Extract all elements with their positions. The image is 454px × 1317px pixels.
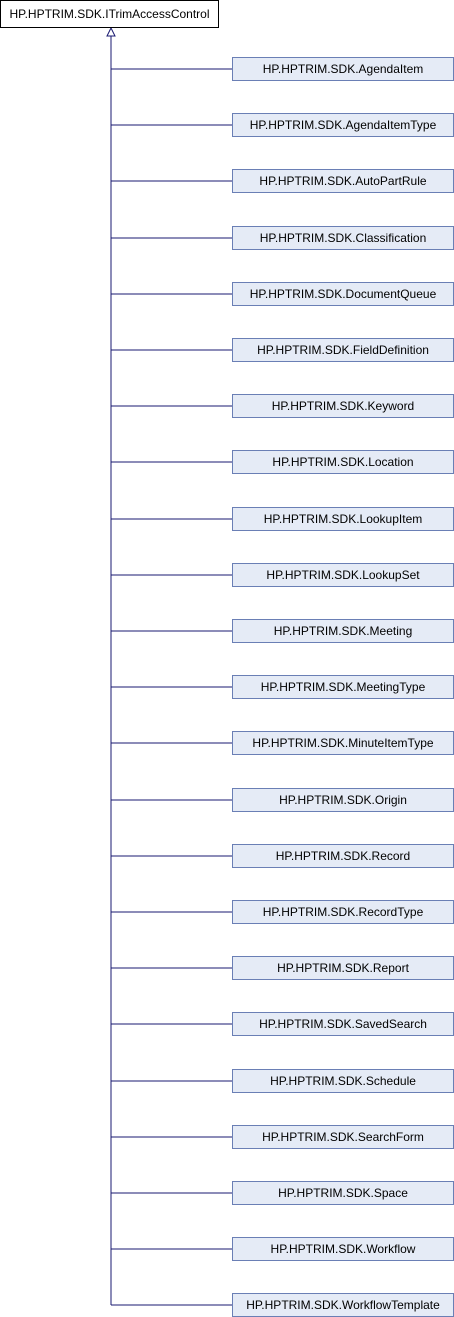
derived-class-box[interactable]: HP.HPTRIM.SDK.Keyword (232, 394, 454, 418)
derived-class-box[interactable]: HP.HPTRIM.SDK.Workflow (232, 1237, 454, 1261)
derived-class-label: HP.HPTRIM.SDK.SavedSearch (259, 1017, 427, 1031)
derived-class-label: HP.HPTRIM.SDK.Meeting (273, 624, 413, 638)
derived-class-label: HP.HPTRIM.SDK.MinuteItemType (252, 736, 434, 750)
derived-class-box[interactable]: HP.HPTRIM.SDK.SavedSearch (232, 1012, 454, 1036)
derived-class-label: HP.HPTRIM.SDK.LookupSet (266, 568, 420, 582)
derived-class-label: HP.HPTRIM.SDK.DocumentQueue (249, 287, 437, 301)
derived-class-label: HP.HPTRIM.SDK.AutoPartRule (259, 174, 427, 188)
derived-class-box[interactable]: HP.HPTRIM.SDK.Origin (232, 788, 454, 812)
derived-class-box[interactable]: HP.HPTRIM.SDK.Report (232, 956, 454, 980)
derived-class-box[interactable]: HP.HPTRIM.SDK.MeetingType (232, 675, 454, 699)
root-class-box[interactable]: HP.HPTRIM.SDK.ITrimAccessControl (0, 0, 219, 28)
derived-class-label: HP.HPTRIM.SDK.AgendaItem (262, 62, 424, 76)
derived-class-label: HP.HPTRIM.SDK.AgendaItemType (249, 118, 437, 132)
derived-class-box[interactable]: HP.HPTRIM.SDK.FieldDefinition (232, 338, 454, 362)
derived-class-label: HP.HPTRIM.SDK.Classification (259, 231, 427, 245)
derived-class-box[interactable]: HP.HPTRIM.SDK.SearchForm (232, 1125, 454, 1149)
derived-class-label: HP.HPTRIM.SDK.Location (272, 455, 414, 469)
derived-class-box[interactable]: HP.HPTRIM.SDK.LookupItem (232, 507, 454, 531)
derived-class-label: HP.HPTRIM.SDK.SearchForm (262, 1130, 424, 1144)
derived-class-label: HP.HPTRIM.SDK.LookupItem (263, 512, 423, 526)
derived-class-box[interactable]: HP.HPTRIM.SDK.AutoPartRule (232, 169, 454, 193)
derived-class-box[interactable]: HP.HPTRIM.SDK.AgendaItemType (232, 113, 454, 137)
derived-class-label: HP.HPTRIM.SDK.MeetingType (260, 680, 426, 694)
root-class-label: HP.HPTRIM.SDK.ITrimAccessControl (9, 7, 210, 21)
derived-class-box[interactable]: HP.HPTRIM.SDK.Meeting (232, 619, 454, 643)
derived-class-label: HP.HPTRIM.SDK.RecordType (262, 905, 424, 919)
derived-class-box[interactable]: HP.HPTRIM.SDK.AgendaItem (232, 57, 454, 81)
derived-class-box[interactable]: HP.HPTRIM.SDK.Record (232, 844, 454, 868)
derived-class-box[interactable]: HP.HPTRIM.SDK.Space (232, 1181, 454, 1205)
derived-class-label: HP.HPTRIM.SDK.Keyword (271, 399, 415, 413)
derived-class-box[interactable]: HP.HPTRIM.SDK.DocumentQueue (232, 282, 454, 306)
derived-class-label: HP.HPTRIM.SDK.Record (275, 849, 411, 863)
derived-class-label: HP.HPTRIM.SDK.FieldDefinition (257, 343, 429, 357)
derived-class-box[interactable]: HP.HPTRIM.SDK.Classification (232, 226, 454, 250)
derived-class-label: HP.HPTRIM.SDK.Workflow (270, 1242, 416, 1256)
derived-class-box[interactable]: HP.HPTRIM.SDK.RecordType (232, 900, 454, 924)
derived-class-box[interactable]: HP.HPTRIM.SDK.MinuteItemType (232, 731, 454, 755)
derived-class-label: HP.HPTRIM.SDK.Report (277, 961, 409, 975)
derived-class-label: HP.HPTRIM.SDK.Space (278, 1186, 408, 1200)
derived-class-label: HP.HPTRIM.SDK.Origin (279, 793, 407, 807)
derived-class-box[interactable]: HP.HPTRIM.SDK.LookupSet (232, 563, 454, 587)
inheritance-arrowhead (106, 26, 116, 37)
derived-class-box[interactable]: HP.HPTRIM.SDK.Location (232, 450, 454, 474)
derived-class-box[interactable]: HP.HPTRIM.SDK.Schedule (232, 1069, 454, 1093)
derived-class-label: HP.HPTRIM.SDK.Schedule (270, 1074, 416, 1088)
derived-class-label: HP.HPTRIM.SDK.WorkflowTemplate (246, 1298, 440, 1312)
derived-class-box[interactable]: HP.HPTRIM.SDK.WorkflowTemplate (232, 1293, 454, 1317)
